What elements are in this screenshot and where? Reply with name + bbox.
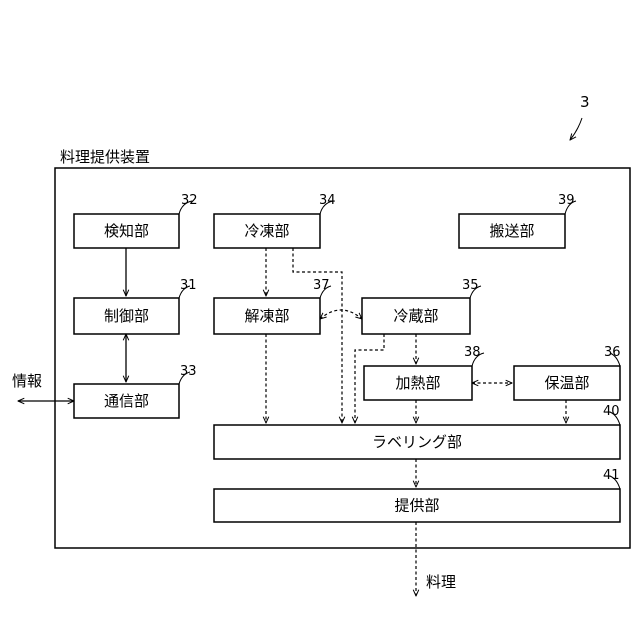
block-serving-label: 提供部 (394, 497, 439, 515)
block-heating: 加熱部 38 (364, 345, 484, 400)
block-control: 制御部 31 (74, 278, 197, 334)
figure-ref-leader (570, 118, 582, 140)
block-detection-ref: 32 (181, 193, 198, 208)
block-conveyance: 搬送部 39 (459, 193, 576, 248)
block-warming: 保温部 36 (514, 345, 621, 400)
block-detection-label: 検知部 (104, 222, 149, 240)
block-labeling-label: ラベリング部 (372, 433, 462, 451)
block-serving-ref: 41 (603, 468, 620, 483)
block-thawing-label: 解凍部 (244, 307, 289, 325)
block-freezing-ref: 34 (319, 193, 336, 208)
block-thawing-ref: 37 (313, 278, 330, 293)
block-warming-ref: 36 (604, 345, 621, 360)
block-communication-label: 通信部 (104, 392, 149, 410)
input-label: 情報 (12, 372, 42, 390)
block-labeling-ref: 40 (603, 404, 620, 419)
figure-ref-label: 3 (580, 93, 590, 111)
block-detection: 検知部 32 (74, 193, 198, 248)
block-refrigeration: 冷蔵部 35 (362, 278, 481, 334)
block-freezing-label: 冷凍部 (244, 222, 289, 240)
block-freezing: 冷凍部 34 (214, 193, 336, 248)
arrow-freezing-to-labeling (293, 248, 342, 423)
block-heating-label: 加熱部 (395, 374, 440, 392)
block-communication: 通信部 33 (74, 364, 197, 418)
block-conveyance-label: 搬送部 (489, 222, 534, 240)
block-thawing: 解凍部 37 (214, 278, 331, 334)
block-communication-ref: 33 (180, 364, 197, 379)
block-conveyance-ref: 39 (558, 193, 575, 208)
block-control-label: 制御部 (104, 307, 149, 325)
arrow-thawing-refrigeration (320, 310, 362, 319)
block-heating-ref: 38 (464, 345, 481, 360)
block-refrigeration-label: 冷蔵部 (393, 307, 438, 325)
block-serving: 提供部 41 (214, 468, 620, 522)
device-label: 料理提供装置 (60, 148, 150, 166)
block-refrigeration-ref: 35 (462, 278, 479, 293)
block-labeling: ラベリング部 40 (214, 404, 620, 459)
block-warming-label: 保温部 (544, 374, 589, 392)
output-label: 料理 (426, 573, 456, 591)
block-control-ref: 31 (180, 278, 197, 293)
